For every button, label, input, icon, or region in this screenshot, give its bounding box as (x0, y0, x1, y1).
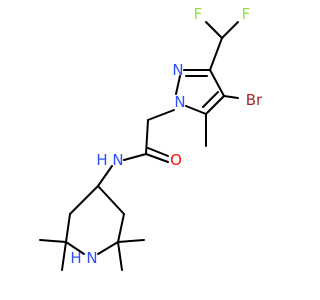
bond-pip-n-c6 (65, 241, 85, 255)
bond-c4-c3 (209, 69, 225, 97)
bond-chf2-ring (209, 37, 223, 71)
bond-c6-methyl-a (39, 239, 67, 243)
bond-c6-methyl-b (61, 241, 67, 271)
bonds (39, 21, 239, 271)
atom-label-n-piperidine: N (86, 249, 97, 267)
atom-label-o: O (170, 151, 182, 169)
bond-carbonyl-nh (123, 153, 147, 161)
atom-labels: F F N N Br O N H N H (70, 5, 263, 267)
bond-chf2-f2 (221, 21, 239, 39)
bond-c2-methyl-b (117, 241, 123, 271)
bond-n2-n1 (175, 75, 181, 95)
bond-pip-c3-c2 (117, 213, 125, 243)
bond-nh-c4 (97, 165, 113, 187)
bond-chf2-f1 (205, 21, 223, 39)
bond-n1-c5 (185, 105, 207, 115)
bond-n1-ch2 (147, 109, 175, 121)
bond-pip-c2-n (97, 241, 119, 255)
bond-carbonyl-o-b (147, 147, 169, 157)
atom-label-h-amide: H (96, 151, 107, 169)
atom-label-br: Br (246, 91, 263, 109)
atom-label-n-pyrazole-2: N (172, 61, 183, 79)
bond-c5-c4-b (202, 91, 219, 108)
bond-c5-c4-a (205, 95, 225, 115)
bond-c2-methyl-a (117, 239, 145, 243)
bond-c4-br (223, 95, 239, 99)
atom-label-n-pyrazole-1: N (174, 93, 185, 111)
bond-ch2-carbonyl (145, 119, 149, 155)
molecule-structure: F F N N Br O N H N H (39, 5, 263, 271)
bond-carbonyl-o-a (145, 153, 169, 163)
atom-label-n-amide: N (112, 151, 123, 169)
bond-pip-c6-c5 (65, 213, 71, 243)
atom-label-h-piperidine: H (70, 249, 81, 267)
atom-label-f-left: F (194, 5, 203, 23)
bond-pip-c4-c3 (97, 185, 125, 215)
bond-pip-c5-c4 (69, 185, 99, 215)
molecule-canvas: F F N N Br O N H N H (39, 5, 264, 271)
atom-label-f-right: F (242, 5, 251, 23)
